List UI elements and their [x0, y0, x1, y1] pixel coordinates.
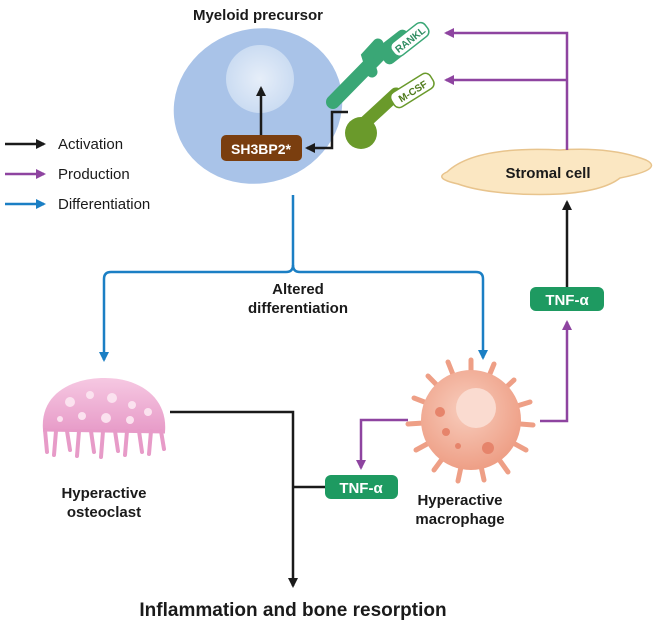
osteoclast-to-outcome-arrow — [170, 410, 298, 588]
rankl-receptor: RANKL — [326, 21, 430, 109]
sh3bp2-box: SH3BP2* — [221, 135, 302, 161]
osteoclast-label-line2: osteoclast — [67, 504, 141, 521]
to-macrophage-arrow — [291, 264, 488, 360]
altered-diff-line1: Altered — [272, 281, 324, 298]
stromal-production-arrows — [444, 28, 569, 150]
precursor-title: Myeloid precursor — [193, 7, 323, 24]
osteoclast-nuclei — [57, 391, 152, 424]
mcsf-ligand — [345, 117, 377, 149]
legend-production-label: Production — [58, 166, 130, 183]
osteoclast-label-line1: Hyperactive — [61, 485, 146, 502]
outcome-label: Inflammation and bone resorption — [139, 600, 446, 621]
stromal-cell: Stromal cell — [441, 148, 653, 196]
tnf-upper-label: TNF-α — [545, 292, 589, 309]
macrophage-to-tnf-upper-arrow — [540, 320, 572, 423]
altered-diff-line2: differentiation — [248, 300, 348, 317]
legend-activation-label: Activation — [58, 136, 123, 153]
differentiation-arrows — [99, 195, 488, 362]
macrophage-to-tnf-lower-arrow — [356, 418, 408, 470]
tnf-lower-box: TNF-α — [325, 475, 398, 499]
rankl-tag — [389, 21, 430, 57]
macrophage-label-line2: macrophage — [415, 511, 504, 528]
tnf-lower-label: TNF-α — [339, 480, 383, 497]
macrophage-label-line1: Hyperactive — [417, 492, 502, 509]
macrophage-nucleus — [456, 388, 496, 428]
macrophage-cell — [405, 357, 536, 484]
mcsf-tag — [389, 72, 435, 109]
sh3bp2-label: SH3BP2* — [231, 141, 291, 157]
mcsf-receptor: M-CSF — [345, 72, 435, 149]
legend: Activation Production Differentiation — [5, 136, 150, 213]
to-osteoclast-arrow — [99, 195, 295, 362]
osteoclast-cell — [42, 378, 166, 459]
macrophage-granules — [435, 407, 494, 454]
stromal-cell-label: Stromal cell — [505, 165, 590, 182]
tnf-upper-box: TNF-α — [530, 287, 604, 311]
legend-differentiation-label: Differentiation — [58, 196, 150, 213]
stromal-to-rankl-arrow — [444, 28, 569, 150]
precursor-nucleus — [226, 45, 294, 113]
receptor-activation-arrow — [305, 110, 348, 153]
